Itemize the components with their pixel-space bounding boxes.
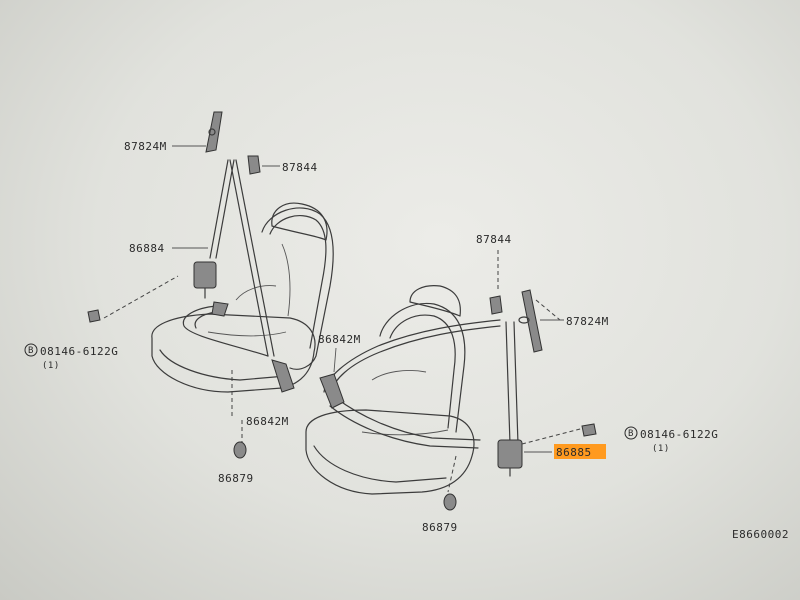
label-right-bolt-cover: 87844 <box>476 233 512 246</box>
label-left-bolt-spec: 08146-6122G <box>40 345 118 358</box>
label-right-buckle-cover: 86879 <box>422 521 458 534</box>
bolt-marker-left: B <box>28 346 34 356</box>
label-right-bolt-qty: (1) <box>652 444 670 454</box>
highlight-marker <box>554 444 606 459</box>
label-right-belt-assembly: 86885 <box>556 446 592 459</box>
right-seat <box>305 285 475 495</box>
bolt-marker-icon <box>24 343 38 357</box>
label-left-bolt-cover: 87844 <box>282 161 318 174</box>
right-belt <box>319 250 597 511</box>
label-left-retractor-anchor: 87824M <box>124 140 167 153</box>
figure-id: E8660002 <box>732 528 789 541</box>
left-seat <box>151 202 334 393</box>
bolt-marker-icon <box>624 426 638 440</box>
label-left-belt-assembly: 86884 <box>129 242 165 255</box>
label-right-buckle: 86842M <box>318 333 361 346</box>
label-left-buckle: 86842M <box>246 415 289 428</box>
label-left-bolt-qty: (1) <box>42 361 60 371</box>
bolt-marker-right: B <box>628 429 634 439</box>
label-left-buckle-cover: 86879 <box>218 472 254 485</box>
label-right-bolt-spec: 08146-6122G <box>640 428 718 441</box>
label-right-retractor-anchor: 87824M <box>566 315 609 328</box>
left-belt <box>87 111 295 459</box>
